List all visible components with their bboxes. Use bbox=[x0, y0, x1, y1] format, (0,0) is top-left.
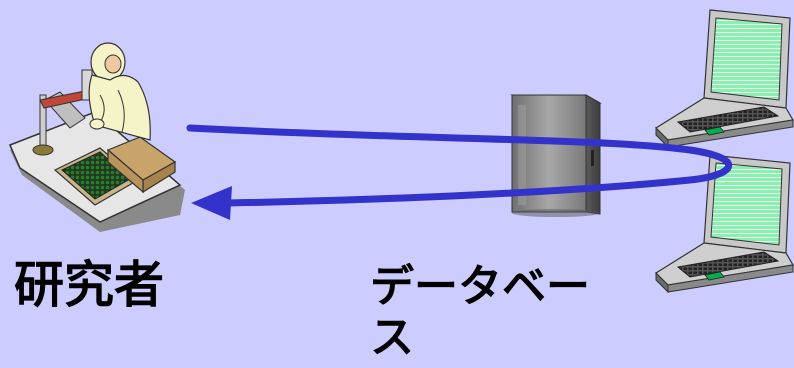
database-server-icon bbox=[510, 94, 602, 217]
laptop-icon bbox=[655, 9, 794, 149]
laptop-icon bbox=[655, 154, 794, 294]
researcher-label: 研究者 bbox=[14, 256, 164, 314]
researcher-microscope-icon bbox=[9, 42, 185, 232]
arrowhead bbox=[191, 186, 232, 220]
flow-loop-arrow bbox=[186, 124, 733, 220]
database-label: データベース bbox=[370, 261, 590, 363]
